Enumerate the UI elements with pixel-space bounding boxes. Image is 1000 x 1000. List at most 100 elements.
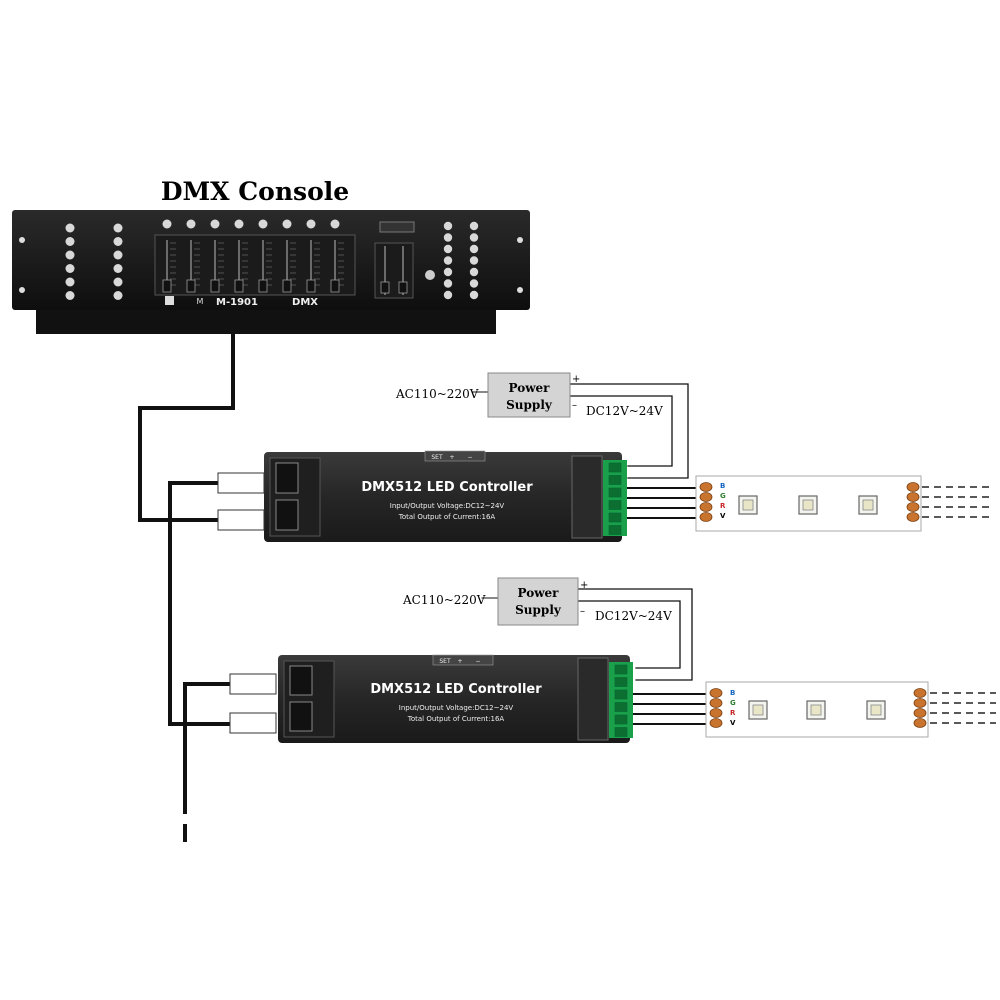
fader-knob-icon [258, 279, 268, 293]
fader-knob-icon [162, 279, 172, 293]
console-left-buttons [65, 223, 123, 300]
pin-label-b: B [720, 482, 725, 490]
console-button-icon [469, 244, 479, 254]
copper-pad-icon [699, 482, 713, 492]
copper-pad-icon [906, 512, 920, 522]
console-button-icon [65, 291, 75, 300]
copper-pad-icon [906, 492, 920, 502]
plus-sign: + [572, 374, 580, 385]
rj45-plug-icon [217, 472, 265, 494]
terminal-screw-icon [608, 500, 622, 510]
power-supply-label: Power [509, 381, 551, 395]
console-master-faders [380, 246, 408, 295]
console-button-icon [443, 256, 453, 265]
controller-button-strip [424, 450, 486, 462]
power-supply-box [487, 372, 571, 418]
copper-pad-icon [913, 718, 927, 728]
brand-logo-icon [165, 296, 174, 305]
strip-copper-pads [709, 688, 927, 728]
pin-label-v: V [730, 719, 736, 727]
fader-knob-icon [330, 279, 340, 293]
terminal-screw-icon [608, 462, 622, 473]
console-button-icon [234, 219, 244, 229]
console-button-icon [469, 290, 479, 300]
console-button-icon [258, 219, 268, 229]
console-button-icon [210, 219, 220, 229]
plus-sign: + [580, 580, 588, 591]
minus-sign: – [572, 400, 577, 411]
led-chip-core [870, 704, 882, 716]
copper-pad-icon [709, 698, 723, 708]
copper-pad-icon [699, 512, 713, 522]
terminal-screw-icon [608, 525, 622, 535]
terminal-screw-icon [614, 664, 628, 675]
fader-knob-icon [398, 281, 408, 294]
controller-title: DMX512 LED Controller [370, 682, 542, 697]
terminal-screws [608, 462, 622, 535]
dc-output-label: DC12V~24V [586, 404, 663, 418]
rj45-plug-icon [229, 673, 277, 695]
controller-voltage: Input/Output Voltage:DC12~24V [399, 704, 514, 712]
power-wire-positive-2 [577, 588, 693, 681]
console-button-icon [443, 279, 453, 288]
strip-continuation-dashes [930, 692, 996, 724]
power-wire-negative-1 [569, 395, 673, 467]
dmx512-controller-2: SET + − DMX512 LED Controller Input/Outp… [229, 654, 633, 743]
terminal-screw-icon [614, 727, 628, 737]
power-supply-2: Power Supply AC110~220V DC12V~24V + – [402, 577, 672, 626]
console-button-icon [469, 233, 479, 242]
terminal-screw-icon [608, 512, 622, 523]
dmx512-controller-1: SET + − DMX512 LED Controller Input/Outp… [217, 450, 627, 542]
console-title: DMX Console [161, 177, 349, 206]
console-button-icon [282, 219, 292, 229]
console-display [379, 221, 415, 233]
console-button-icon [65, 250, 75, 260]
copper-pad-icon [709, 708, 723, 718]
pin-label-v: V [720, 512, 726, 520]
fader-knob-icon [380, 281, 390, 294]
pin-label-g: G [720, 492, 726, 500]
fader-knob-icon [306, 279, 316, 293]
console-knob-icon [425, 270, 435, 280]
console-button-icon [113, 250, 123, 260]
set-label: SET [431, 454, 443, 461]
console-faders [162, 240, 344, 293]
console-button-icon [65, 223, 75, 233]
power-supply-label: Power [518, 586, 560, 600]
terminal-screw-icon [608, 487, 622, 498]
console-button-icon [443, 244, 453, 254]
console-button-icon [443, 267, 453, 277]
controller-voltage: Input/Output Voltage:DC12~24V [390, 502, 505, 510]
copper-pad-icon [709, 718, 723, 728]
fader-section [154, 234, 356, 296]
console-top-buttons [162, 219, 340, 229]
strip-continuation-dashes [922, 486, 990, 518]
console-button-icon [113, 277, 123, 287]
fader-knob-icon [234, 279, 244, 293]
rj45-port-icon [275, 499, 299, 531]
power-supply-1: Power Supply AC110~220V DC12V~24V + – [395, 372, 663, 418]
copper-pad-icon [699, 502, 713, 512]
terminal-screw-icon [608, 475, 622, 485]
copper-pad-icon [913, 698, 927, 708]
console-button-icon [65, 264, 75, 273]
dmx-console: DMX Console M M-1901 DMX [12, 177, 530, 334]
minus-button-icon: − [467, 454, 472, 461]
fader-knob-icon [282, 279, 292, 293]
terminal-label-panel [571, 455, 603, 539]
console-button-icon [113, 237, 123, 246]
minus-button-icon: − [475, 658, 480, 665]
terminal-screw-icon [614, 702, 628, 712]
dmx-cable-console-to-controller-1 [138, 332, 235, 522]
rj45-plug-icon [229, 712, 277, 734]
copper-pad-icon [709, 688, 723, 698]
controller-button-strip [432, 654, 494, 666]
power-supply-label: Supply [506, 398, 553, 412]
power-wire-negative-2 [577, 600, 681, 669]
power-supply-box [497, 577, 579, 626]
console-dmx-label: DMX [292, 297, 318, 308]
ac-input-label: AC110~220V [402, 593, 486, 607]
terminal-label-panel [577, 657, 609, 741]
led-chip-core [752, 704, 764, 716]
rack-hole-icon [19, 237, 25, 243]
